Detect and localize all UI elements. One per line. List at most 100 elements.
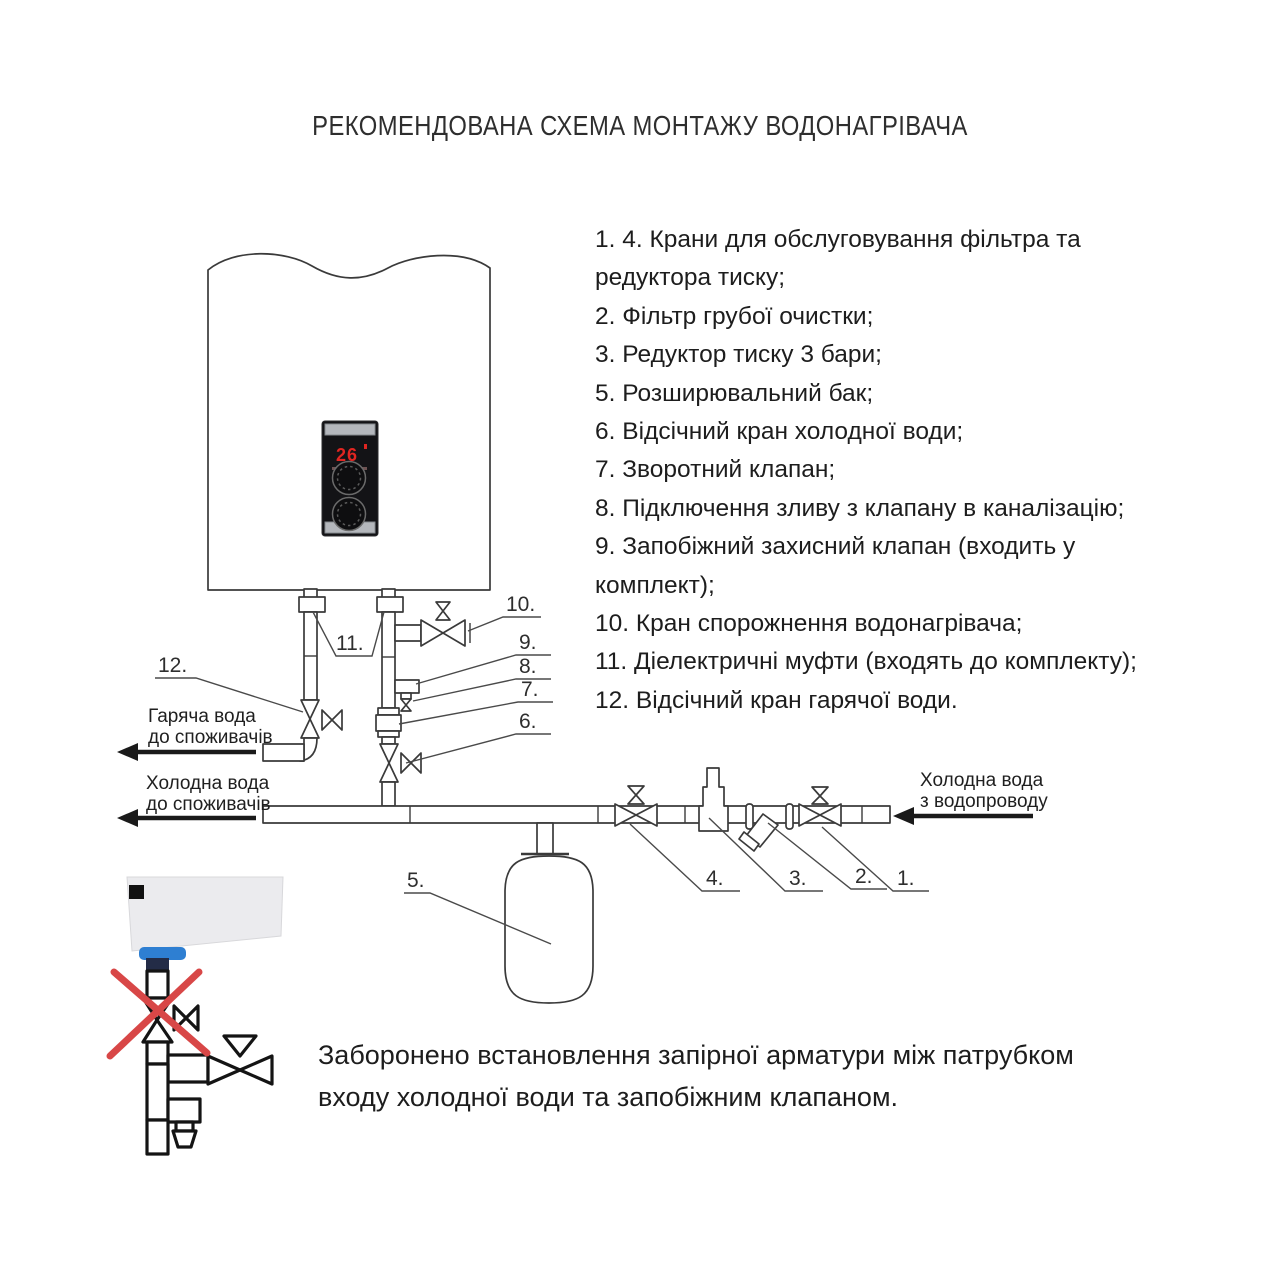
leader-9 <box>415 654 551 685</box>
water-heater: 26 <box>207 252 491 591</box>
valve-10-handle-b <box>435 610 451 621</box>
pipe-piece <box>381 781 396 807</box>
cold-out-label-2: до споживачів <box>146 794 271 815</box>
leader-2 <box>767 822 887 890</box>
hot-out-label-1: Гаряча вода <box>148 706 256 727</box>
main-pipe <box>262 805 891 824</box>
legend-line: 3. Редуктор тиску 3 бари; <box>595 341 882 369</box>
leader-11 <box>312 611 385 657</box>
expansion-tank-assembly <box>504 822 594 1004</box>
valve-1-left-cone <box>798 803 821 827</box>
page-title: РЕКОМЕНДОВАНА СХЕМА МОНТАЖУ ВОДОНАГРІВАЧ… <box>312 110 968 141</box>
drain-stub <box>400 692 412 700</box>
legend-line: 11. Діелектричні муфти (входять до компл… <box>595 648 1137 676</box>
valve-1-handle-a <box>811 786 829 797</box>
leader-5 <box>404 892 552 945</box>
dielectric-coupling-left <box>298 596 326 613</box>
pipe-piece <box>381 736 396 745</box>
cold-in-arrow-head <box>893 807 914 825</box>
valve-1-service <box>798 786 842 827</box>
inset-valve-handle-b <box>184 1004 200 1032</box>
valve-10-right-cone <box>442 619 466 647</box>
leader-3 <box>708 817 823 892</box>
main-cold-pipe <box>262 767 891 852</box>
hot-out-arrow-head <box>117 743 138 761</box>
valve-10-handle-a <box>435 601 451 612</box>
degree-mark <box>364 444 367 449</box>
legend-line: 7. Зворотний клапан; <box>595 456 836 484</box>
inset-tank-bottom <box>126 876 284 952</box>
hot-water-line <box>262 588 343 762</box>
legend-line: 1. 4. Крани для обслуговування фільтра т… <box>595 226 1081 253</box>
expansion-tank-5 <box>504 855 594 1004</box>
inset-branch-valve-handle <box>222 1034 258 1058</box>
legend-line: 12. Відсічний кран гарячої води. <box>595 686 958 714</box>
flow-arrows <box>117 743 1033 827</box>
legend-line: комплект); <box>595 571 715 599</box>
hot-out-label-2: до споживачів <box>148 727 273 748</box>
leader-12 <box>155 677 304 713</box>
valve-12-upper-cone <box>300 699 320 720</box>
dielectric-coupling-right <box>376 596 404 613</box>
callout-12: 12. <box>158 654 187 677</box>
hot-outlet-pipe <box>262 743 305 762</box>
valve-4-right-cone <box>635 803 658 827</box>
leader-7 <box>398 701 553 725</box>
cold-pipe-vertical <box>381 611 396 709</box>
drain-cone-b <box>400 704 412 712</box>
callout-3: 3. <box>789 867 807 890</box>
legend-line: 10. Кран спорожнення водонагрівача; <box>595 610 1023 638</box>
valve-1-right-cone <box>819 803 842 827</box>
inset-branch-pipe <box>166 1053 210 1084</box>
legend-line: 5. Розширювальний бак; <box>595 379 874 407</box>
inset-black-square <box>129 885 144 899</box>
warning-line-1: Заборонено встановлення запірної арматур… <box>318 1040 1074 1070</box>
warning-note: Заборонено встановлення запірної арматур… <box>318 1034 1158 1118</box>
inset-branch-valve-left <box>206 1054 242 1086</box>
inset-pipe-top <box>145 969 170 1000</box>
sewer-drain-8 <box>400 692 412 712</box>
filter-strainer-cap <box>738 831 760 852</box>
callout-1: 1. <box>897 867 915 890</box>
leader-4 <box>629 823 740 892</box>
warning-line-2: входу холодної води та запобіжним клапан… <box>318 1082 899 1112</box>
legend-line: 8. Підключення зливу з клапану в каналіз… <box>595 494 1125 522</box>
coarse-filter-2 <box>738 803 794 852</box>
filter-strainer-leg <box>745 813 779 848</box>
prohibition-cross-line-2 <box>106 968 203 1060</box>
flow-text: Гаряча вода до споживачів Холодна вода д… <box>146 706 1048 815</box>
panel-indicator-right <box>360 467 367 470</box>
safety-valve-9 <box>394 679 420 694</box>
valve-10-drain <box>420 601 471 647</box>
inset-drain-foot <box>171 1129 198 1149</box>
cold-in-label-1: Холодна вода <box>920 770 1044 791</box>
temperature-display: 26 <box>336 445 358 465</box>
valve-6-upper-cone <box>379 743 399 764</box>
legend-list: 1. 4. Крани для обслуговування фільтра т… <box>595 221 1215 720</box>
valve-4-handle-a <box>627 785 645 796</box>
panel-top-cap <box>324 423 376 436</box>
cold-out-label-1: Холодна вода <box>146 773 270 794</box>
tank-riser <box>536 822 554 855</box>
check-valve-bottom <box>377 730 400 738</box>
inset-lower-branch <box>166 1097 202 1124</box>
callout-5: 5. <box>407 869 425 892</box>
legend-line: 6. Відсічний кран холодної води; <box>595 418 964 446</box>
valve-6-cold-shutoff <box>379 743 422 783</box>
check-valve-body <box>375 714 402 732</box>
pressure-reducer-3 <box>698 767 729 832</box>
callout-10: 10. <box>506 593 535 616</box>
leader-6 <box>405 733 551 764</box>
callout-4: 4. <box>706 867 724 890</box>
legend-line: редуктора тиску; <box>595 264 786 292</box>
inset-branch-valve-right <box>238 1054 274 1086</box>
inset-fitting-dark <box>146 958 169 971</box>
cold-water-line <box>375 588 471 807</box>
valve-6-lower-cone <box>379 762 399 783</box>
forbidden-inset <box>106 876 284 1156</box>
cold-out-arrow-head <box>117 809 138 827</box>
drain-tee <box>394 624 422 642</box>
inset-pipe-mid <box>145 1040 170 1066</box>
